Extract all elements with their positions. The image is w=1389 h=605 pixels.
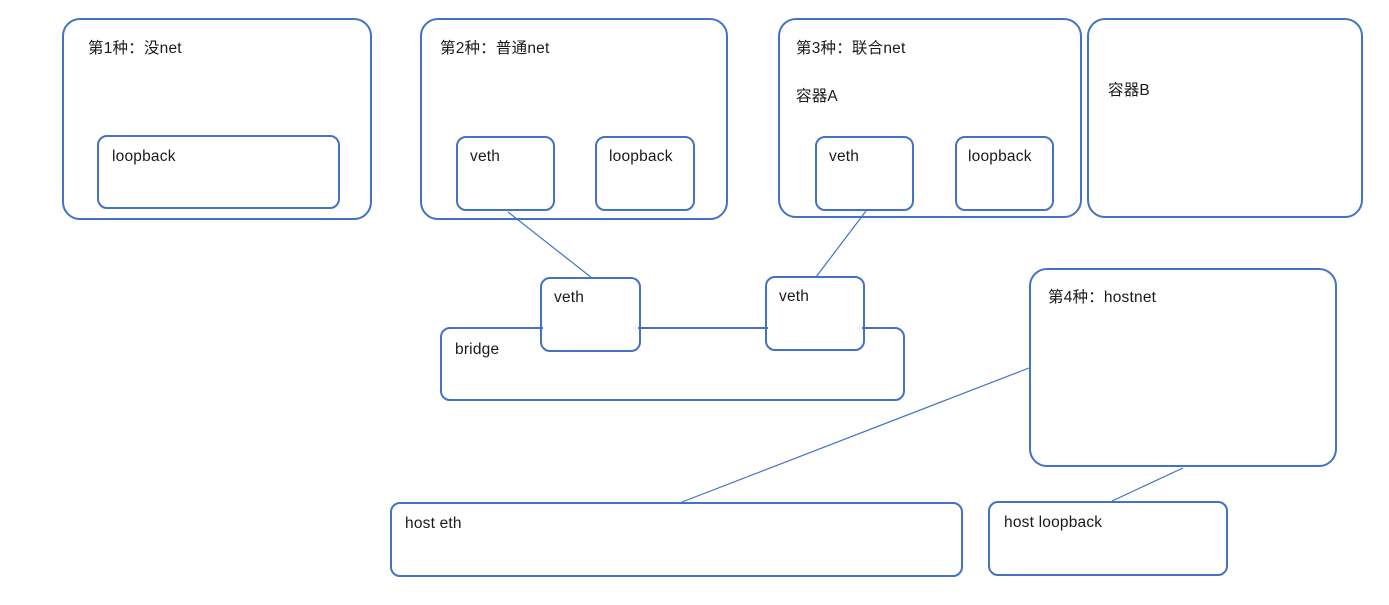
wire-mode2-veth-to-bridge-veth bbox=[507, 211, 593, 279]
mode4-container-box bbox=[1029, 268, 1337, 467]
host-loopback-label: host loopback bbox=[1004, 514, 1103, 531]
mode1-loopback-box bbox=[97, 135, 340, 209]
mode2-veth-box bbox=[456, 136, 555, 211]
mode1-loopback-label: loopback bbox=[112, 148, 176, 165]
bridge-veth-left-label: veth bbox=[554, 289, 585, 306]
mode3-container-b-label: 容器B bbox=[1108, 82, 1150, 99]
bridge-veth-right-mask bbox=[768, 320, 862, 340]
wire-hostnet-to-host-loopback bbox=[1111, 467, 1184, 502]
host-eth-label: host eth bbox=[405, 515, 462, 532]
mode1-title: 第1种：没net bbox=[88, 40, 182, 57]
mode3-container-a-label: 容器A bbox=[796, 88, 838, 105]
bridge-label: bridge bbox=[455, 341, 500, 358]
mode3-loopback-box bbox=[955, 136, 1054, 211]
host-loopback-box bbox=[988, 501, 1228, 576]
wire-mode3-veth-to-bridge-veth bbox=[815, 210, 867, 278]
mode1-container-box bbox=[62, 18, 372, 220]
mode3-veth-label: veth bbox=[829, 148, 860, 165]
bridge-veth-left-mask bbox=[543, 320, 638, 340]
mode4-title: 第4种：hostnet bbox=[1048, 289, 1157, 306]
mode3-veth-box bbox=[815, 136, 914, 211]
mode3-container-a-box bbox=[778, 18, 1082, 218]
mode3-loopback-label: loopback bbox=[968, 148, 1032, 165]
bridge-veth-right-label: veth bbox=[779, 288, 810, 305]
mode2-loopback-box bbox=[595, 136, 695, 211]
bridge-veth-right-box bbox=[765, 276, 865, 351]
mode2-title: 第2种：普通net bbox=[440, 40, 550, 57]
mode3-title: 第3种：联合net bbox=[796, 40, 906, 57]
host-eth-box bbox=[390, 502, 963, 577]
mode2-veth-label: veth bbox=[470, 148, 501, 165]
mode2-loopback-label: loopback bbox=[609, 148, 673, 165]
mode3-container-b-box bbox=[1087, 18, 1363, 218]
